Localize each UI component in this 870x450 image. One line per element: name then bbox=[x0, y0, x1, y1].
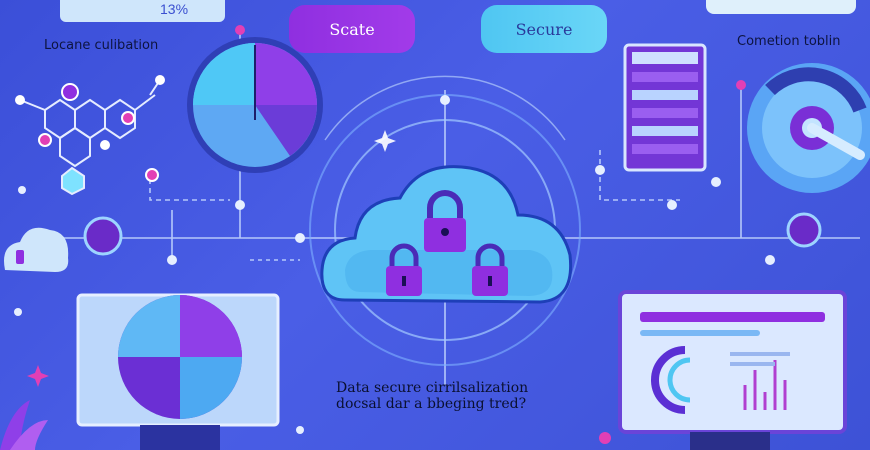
plant-icon bbox=[0, 400, 48, 450]
top-left-banner: 13% bbox=[60, 0, 225, 22]
small-cloud-icon bbox=[4, 227, 69, 272]
lock-icon-left bbox=[386, 243, 422, 296]
node-circle-right bbox=[786, 212, 822, 248]
pie-gauge bbox=[187, 37, 323, 173]
lock-icon-right bbox=[472, 243, 508, 296]
secure-button[interactable]: Secure bbox=[481, 5, 607, 53]
top-right-banner bbox=[706, 0, 856, 14]
caption-line-1: Data secure cirrilsalization bbox=[336, 380, 529, 396]
scale-button-label: Scate bbox=[329, 19, 375, 39]
caption: Data secure cirrilsalization docsal dar … bbox=[336, 380, 576, 412]
server-icon bbox=[623, 43, 707, 172]
left-label: Locane culibation bbox=[44, 38, 159, 53]
sparkle-icon-pink bbox=[27, 365, 49, 387]
lock-icon-center bbox=[424, 190, 466, 252]
monitor-left bbox=[76, 293, 280, 450]
node-circle bbox=[83, 216, 123, 256]
scale-button[interactable]: Scate bbox=[289, 5, 415, 53]
hexagon-icon bbox=[61, 166, 85, 196]
right-label: Cometion toblin bbox=[737, 34, 841, 49]
secure-button-label: Secure bbox=[515, 19, 573, 39]
decorative-dots bbox=[14, 25, 775, 444]
caption-line-2: docsal dar a bbeging tred? bbox=[336, 396, 527, 412]
sparkle-icon bbox=[374, 130, 396, 152]
banner-percent: 13% bbox=[160, 1, 189, 17]
hexagon-network bbox=[19, 79, 161, 168]
dial-icon bbox=[747, 63, 870, 193]
monitor-right bbox=[618, 290, 847, 450]
network-nodes bbox=[15, 75, 165, 182]
